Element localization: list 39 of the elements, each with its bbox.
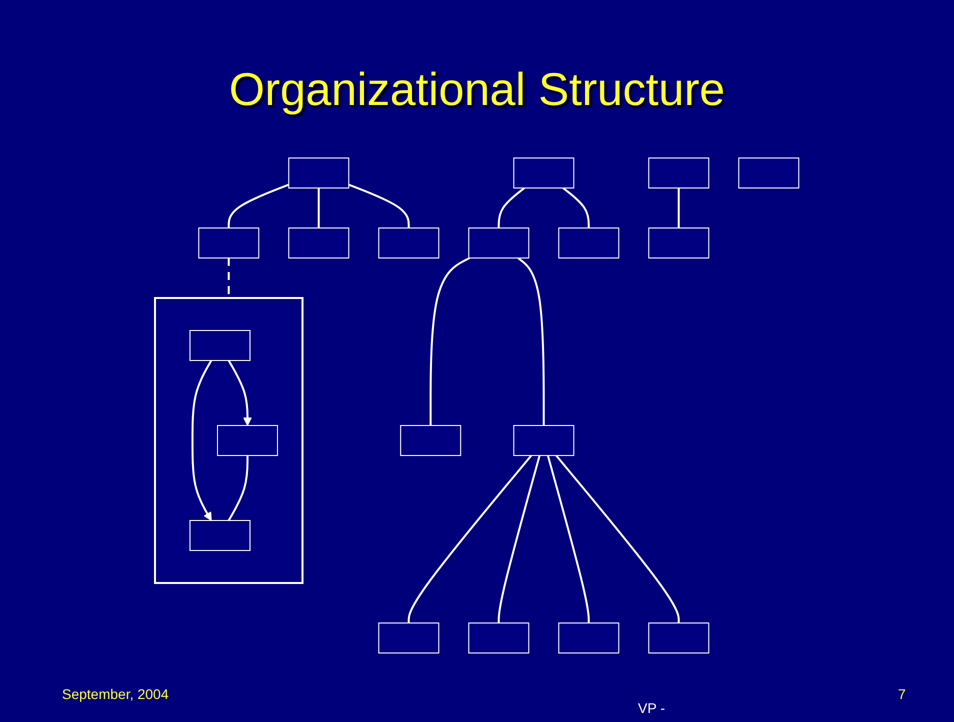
node-box [378,622,440,653]
node-box [558,622,620,653]
node-box [378,227,440,258]
connector [228,183,290,228]
footer-text: VP - [638,700,665,716]
node-box [198,227,260,258]
arrow [228,360,252,426]
connector [678,188,680,228]
node-box [190,330,251,360]
connector [498,186,526,228]
connector [318,188,320,228]
node-box [468,622,530,653]
slide-title: Organizational Structure [228,62,726,116]
cluster [154,296,304,584]
node-box [738,157,800,188]
node-box [513,424,574,456]
connector [562,186,590,228]
node-box [400,424,462,456]
node-box [288,157,350,188]
node-box [468,227,530,258]
connector [348,183,410,228]
connector [498,454,541,622]
node-box [648,622,710,653]
connector [408,454,532,622]
node-box [190,520,251,550]
page-number: 7 [898,686,906,702]
connector [556,454,680,622]
connector [518,256,545,425]
node-box [648,157,710,188]
node-box [558,227,620,258]
connector [228,455,249,520]
connector [430,256,470,425]
connector [547,454,590,622]
node-box [217,424,278,456]
node-box [513,157,574,188]
node-box [648,227,710,258]
date-text: September, 2004 [62,686,169,702]
node-box [288,227,350,258]
arrow [192,360,212,520]
